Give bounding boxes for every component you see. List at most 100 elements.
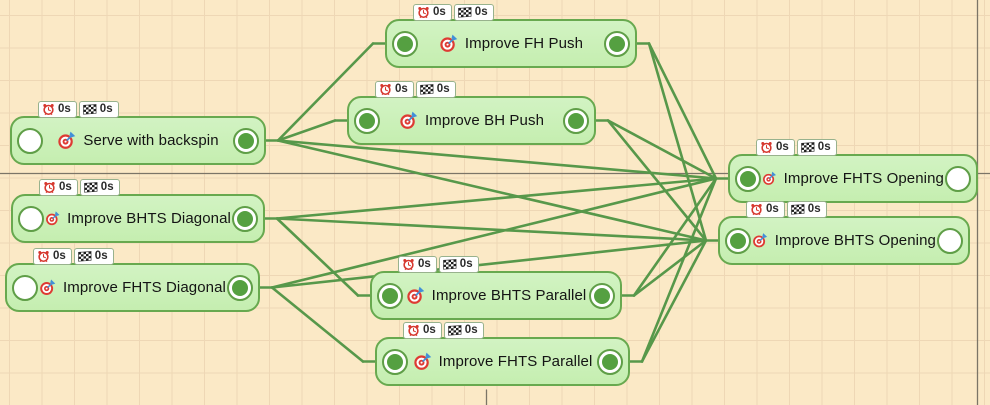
completion-badge[interactable]: 0s (796, 139, 837, 156)
completion-badge[interactable]: 0s (438, 256, 479, 273)
edge-line[interactable] (606, 119, 718, 180)
duration-badge[interactable]: 0s (746, 201, 785, 218)
duration-value: 0s (423, 324, 436, 336)
checkered-flag-icon (442, 258, 457, 270)
output-port[interactable] (233, 127, 259, 154)
edge-line[interactable] (276, 139, 718, 180)
duration-value: 0s (776, 141, 789, 153)
edge-line[interactable] (606, 119, 708, 242)
completion-badge[interactable]: 0s (453, 4, 494, 21)
completion-badge[interactable]: 0s (79, 179, 120, 196)
output-port[interactable] (589, 282, 615, 309)
output-port[interactable] (604, 30, 630, 57)
duration-value: 0s (58, 103, 71, 115)
alarm-clock-icon (38, 251, 49, 263)
edge-line[interactable] (275, 217, 360, 297)
edge-line[interactable] (632, 177, 718, 297)
checkered-flag-icon (447, 324, 462, 336)
edge-line[interactable] (647, 42, 718, 180)
edge-line[interactable] (270, 239, 708, 289)
output-port[interactable] (563, 107, 589, 134)
duration-badge[interactable]: 0s (39, 179, 78, 196)
node-label: Improve BHTS Opening (774, 232, 936, 249)
completion-badge[interactable]: 0s (78, 101, 119, 118)
completion-badge[interactable]: 0s (73, 248, 114, 265)
duration-value: 0s (395, 83, 408, 95)
alarm-clock-icon (380, 84, 391, 96)
duration-badge[interactable]: 0s (756, 139, 795, 156)
node-label: Improve FHTS Diagonal (63, 279, 226, 296)
input-port[interactable] (354, 107, 380, 134)
edge-line[interactable] (276, 42, 375, 142)
checkered-flag-icon (83, 181, 98, 193)
node-label: Improve FHTS Parallel (438, 353, 593, 370)
input-port[interactable] (12, 274, 38, 301)
edge-line[interactable] (270, 177, 718, 289)
checkered-flag-icon (790, 203, 805, 215)
port-state (237, 210, 253, 227)
input-port[interactable] (17, 127, 43, 154)
alarm-clock-icon (403, 259, 414, 271)
output-port[interactable] (597, 348, 623, 375)
duration-value: 0s (433, 6, 446, 18)
completion-value: 0s (817, 141, 831, 153)
edge-line[interactable] (640, 239, 708, 363)
duration-badge[interactable]: 0s (375, 81, 414, 98)
input-port[interactable] (392, 30, 418, 57)
duration-badge[interactable]: 0s (33, 248, 72, 265)
node-label: Improve FHTS Opening (783, 170, 944, 187)
node-badges: 0s 0s (756, 139, 837, 156)
edge-line[interactable] (632, 239, 708, 297)
goal-target-icon (763, 171, 777, 185)
completion-badge[interactable]: 0s (786, 201, 827, 218)
port-state (594, 287, 610, 304)
port-state (568, 112, 584, 129)
goal-target-icon (407, 286, 424, 304)
input-port[interactable] (725, 227, 751, 254)
edge-line[interactable] (640, 177, 718, 363)
output-port[interactable] (937, 227, 963, 254)
edge-line[interactable] (275, 217, 708, 242)
node-badges: 0s 0s (413, 4, 494, 21)
input-port[interactable] (377, 282, 403, 309)
edge-line[interactable] (275, 177, 718, 220)
duration-badge[interactable]: 0s (413, 4, 452, 21)
node-content: Improve BHTS Diagonal (13, 196, 263, 241)
completion-badge[interactable]: 0s (415, 81, 456, 98)
node-content: Improve FHTS Parallel (377, 339, 628, 384)
port-state (382, 287, 398, 304)
edge-line[interactable] (270, 286, 365, 363)
completion-badge[interactable]: 0s (443, 322, 484, 339)
input-port[interactable] (18, 205, 44, 232)
completion-value: 0s (436, 83, 450, 95)
edge-line[interactable] (276, 119, 337, 142)
output-port[interactable] (945, 165, 971, 192)
goal-target-icon (40, 279, 56, 295)
alarm-clock-icon (751, 204, 762, 216)
input-port[interactable] (382, 348, 408, 375)
output-port[interactable] (227, 274, 253, 301)
port-state (950, 170, 966, 187)
goal-target-icon (58, 131, 76, 149)
edge-line[interactable] (276, 139, 708, 242)
output-port[interactable] (232, 205, 258, 232)
goal-target-icon (413, 352, 431, 370)
port-state (23, 210, 39, 227)
node-content: Improve BH Push (349, 98, 594, 143)
duration-badge[interactable]: 0s (403, 322, 442, 339)
duration-value: 0s (766, 203, 779, 215)
duration-badge[interactable]: 0s (38, 101, 77, 118)
input-port[interactable] (735, 165, 761, 192)
duration-badge[interactable]: 0s (398, 256, 437, 273)
